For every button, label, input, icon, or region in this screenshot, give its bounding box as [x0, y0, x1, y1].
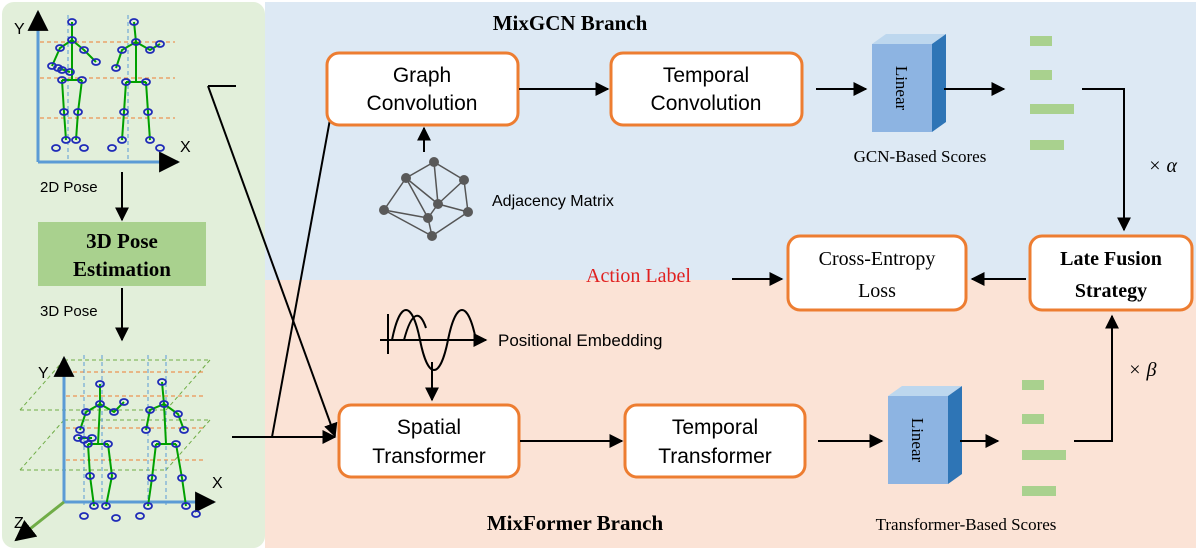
temporal-convolution-line1: Temporal [663, 64, 749, 87]
late-fusion-line1: Late Fusion [1060, 248, 1162, 270]
former-linear-block: Linear [888, 386, 962, 484]
pose-2d-plot: Y X [14, 9, 191, 173]
beta-weight-label: × β [1128, 359, 1156, 381]
cross-entropy-line2: Loss [858, 280, 896, 302]
positional-embedding-icon [380, 309, 488, 371]
pose-to-branch-connectors [207, 85, 340, 444]
action-label: Action Label [586, 265, 691, 287]
gcn-branch-title: MixGCN Branch [493, 11, 648, 35]
former-linear-label: Linear [908, 418, 927, 463]
spatial-transformer-line1: Spatial [397, 416, 461, 439]
cross-entropy-line1: Cross-Entropy [819, 248, 936, 270]
gcn-score-bars [1030, 36, 1074, 150]
pose-3d-plot: Y X Z [14, 355, 223, 542]
former-scores-to-fusion-arrow [1074, 314, 1119, 442]
pose-estimation-box [38, 222, 206, 286]
pose2d-axis-y: Y [14, 21, 25, 38]
temporal-transformer-line1: Temporal [672, 416, 758, 439]
positional-embedding-label: Positional Embedding [498, 331, 662, 350]
spatial-transformer-line2: Transformer [372, 445, 486, 468]
graph-convolution-box [325, 51, 520, 127]
pose3d-axis-y: Y [38, 365, 49, 382]
temporal-convolution-line2: Convolution [651, 92, 762, 115]
cross-entropy-loss-box [786, 234, 968, 312]
temporal-convolution-box [609, 51, 804, 127]
spatial-transformer-box [337, 403, 521, 479]
adjacency-graph-icon [379, 157, 473, 241]
temporal-transformer-box [623, 403, 807, 479]
pose-estimation-line1: 3D Pose [86, 229, 158, 253]
alpha-weight-label: × α [1148, 155, 1177, 177]
pose3d-axis-x: X [212, 475, 223, 492]
gcn-scores-label: GCN-Based Scores [854, 147, 987, 166]
temporal-transformer-line2: Transformer [658, 445, 772, 468]
graph-convolution-line2: Convolution [367, 92, 478, 115]
pose3d-axis-z: Z [14, 515, 24, 532]
graph-convolution-line1: Graph [393, 64, 451, 87]
late-fusion-box [1028, 234, 1194, 312]
gcn-linear-block: Linear [872, 34, 946, 132]
gcn-linear-label: Linear [892, 66, 911, 111]
pose2d-axis-x: X [180, 139, 191, 156]
pose3d-label: 3D Pose [40, 303, 98, 320]
former-score-bars [1022, 380, 1066, 496]
pose2d-label: 2D Pose [40, 179, 98, 196]
pose-estimation-line2: Estimation [73, 257, 171, 281]
former-scores-label: Transformer-Based Scores [876, 515, 1057, 534]
former-branch-title: MixFormer Branch [487, 511, 664, 535]
adjacency-matrix-label: Adjacency Matrix [492, 193, 614, 210]
gcn-scores-to-fusion-arrow [1082, 88, 1131, 232]
late-fusion-line2: Strategy [1075, 280, 1147, 302]
